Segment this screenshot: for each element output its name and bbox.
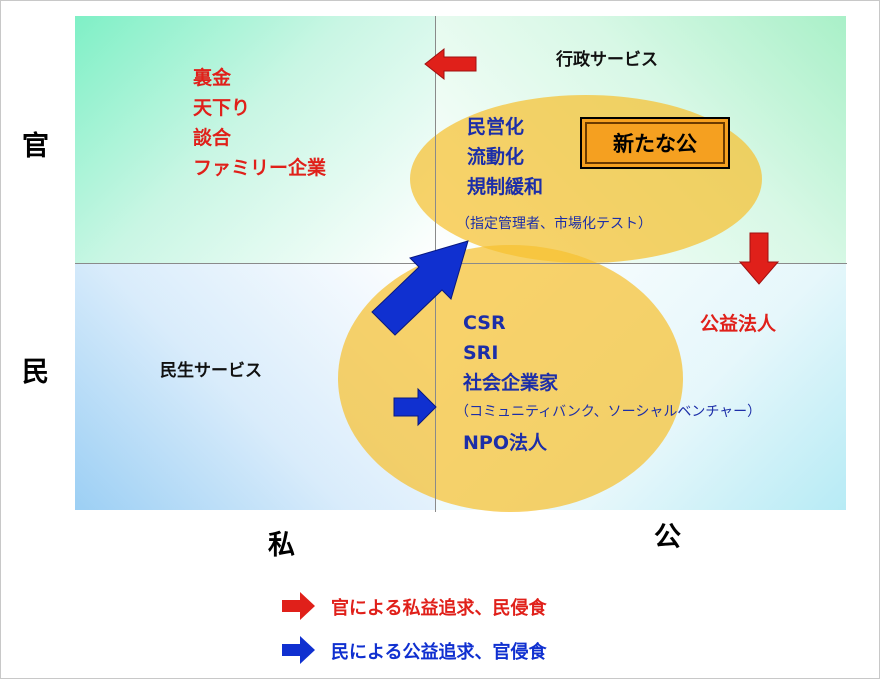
bottom-ellipse-last-item: NPO法人 xyxy=(463,432,547,454)
axis-label-bottom: 民 xyxy=(22,357,49,388)
label-civil-service: 民生サービス xyxy=(160,361,262,381)
blue-arrow-right-icon xyxy=(393,387,437,427)
list-item: 流動化 xyxy=(467,146,525,168)
top-ellipse-list: 民営化 流動化 規制緩和 xyxy=(467,112,543,202)
list-item: CSR xyxy=(463,312,506,334)
list-item: 天下り xyxy=(193,97,251,119)
new-public-box: 新たな公 xyxy=(580,117,730,169)
axis-label-right: 公 xyxy=(654,522,681,553)
bottom-ellipse-list: CSR SRI 社会企業家 xyxy=(463,308,558,398)
axis-label-top: 官 xyxy=(22,131,49,162)
list-item: 規制緩和 xyxy=(467,176,544,198)
legend-red-arrow-icon xyxy=(282,592,315,620)
bottom-ellipse-note: （コミュニティバンク、ソーシャルベンチャー） xyxy=(455,404,762,420)
legend-red-label: 官による私益追求、民侵食 xyxy=(331,598,547,619)
quadrant-top-left xyxy=(75,16,436,263)
label-public-interest-corp: 公益法人 xyxy=(700,313,777,335)
list-item: 談合 xyxy=(193,127,232,149)
list-item: 民営化 xyxy=(467,116,525,138)
list-item: ファミリー企業 xyxy=(193,157,327,179)
blue-arrow-diagonal-icon xyxy=(371,240,469,336)
list-item: 裏金 xyxy=(193,67,232,89)
label-administrative-service: 行政サービス xyxy=(556,50,658,70)
list-item: SRI xyxy=(463,342,499,364)
red-arrow-down-icon xyxy=(738,232,780,285)
list-item: 社会企業家 xyxy=(463,372,559,394)
red-arrow-left-icon xyxy=(424,47,477,81)
top-ellipse-note: （指定管理者、市場化テスト） xyxy=(456,216,652,232)
legend-blue-label: 民による公益追求、官侵食 xyxy=(331,642,547,663)
top-left-list: 裏金 天下り 談合 ファミリー企業 xyxy=(193,63,326,183)
axis-label-left: 私 xyxy=(268,530,295,561)
legend-blue-arrow-icon xyxy=(282,636,315,664)
